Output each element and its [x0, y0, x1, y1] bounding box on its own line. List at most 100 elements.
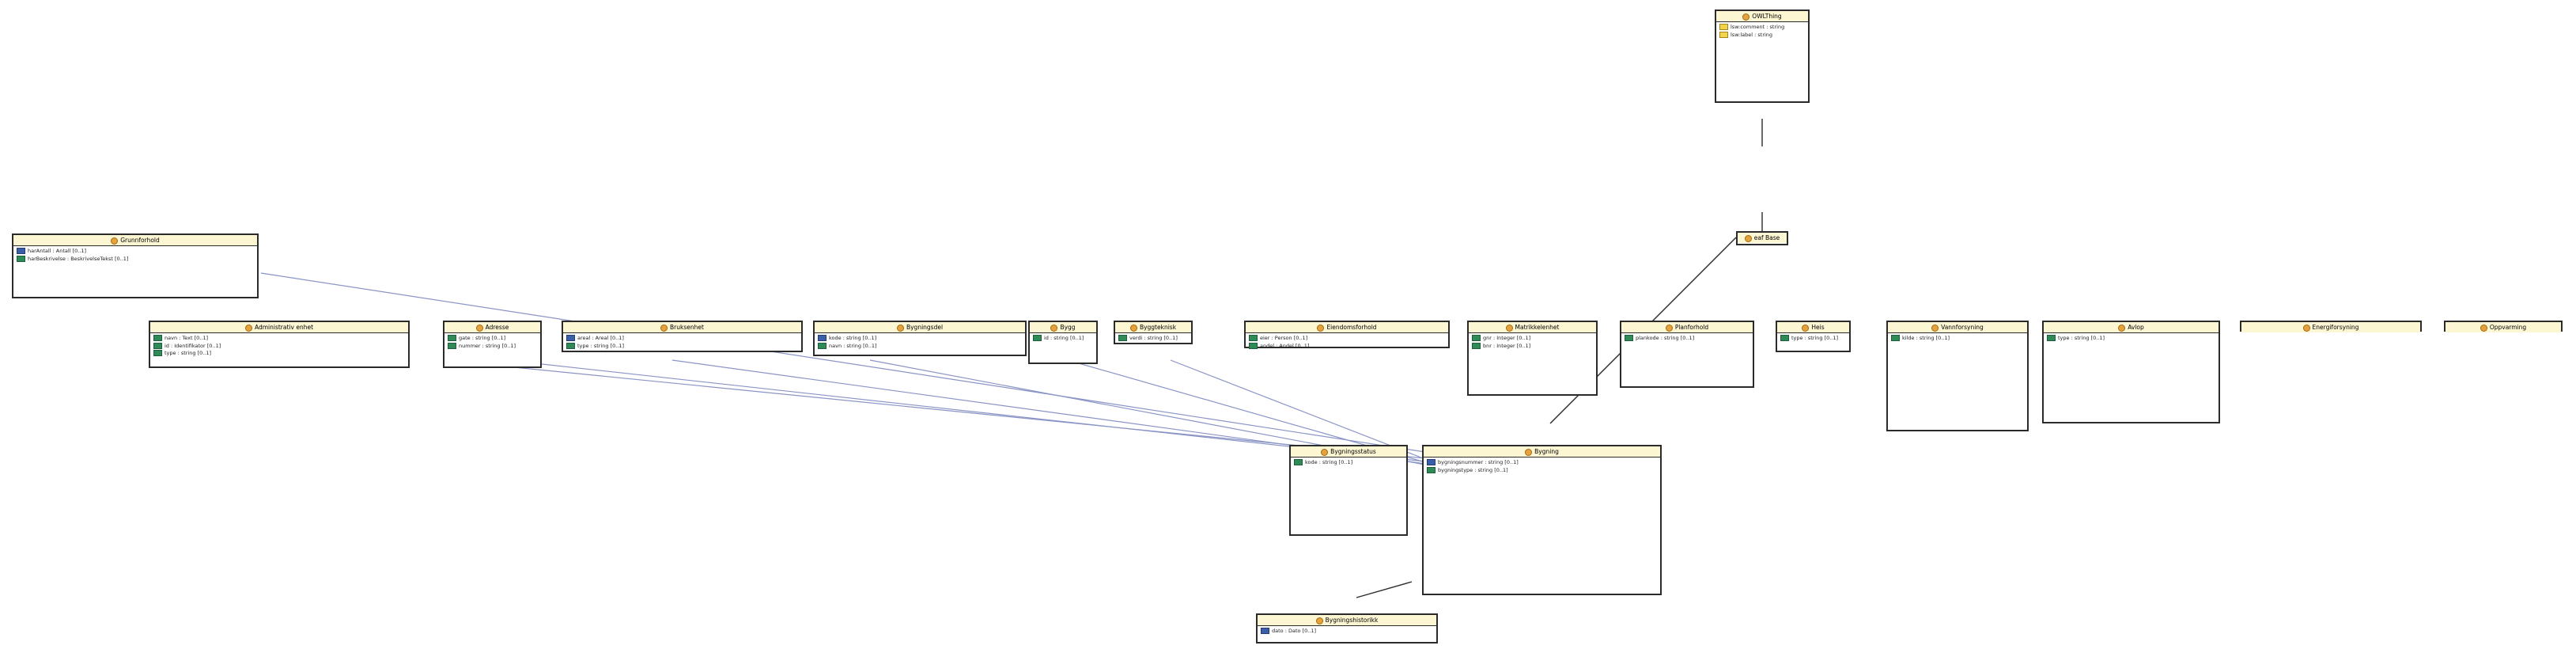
attribute-text: kode : string [0..1] — [1305, 459, 1353, 465]
uml-attribute: dato : Dato [0..1] — [1261, 628, 1433, 636]
attribute-icon — [1472, 335, 1481, 341]
class-title-text: Bygg — [1060, 324, 1076, 331]
attribute-icon — [566, 342, 575, 349]
uml-class-vann: Vannforsyning kilde : string [0..1] — [1886, 321, 2029, 431]
uml-class-title: Bygningsstatus — [1291, 446, 1406, 457]
class-title-text: Adresse — [485, 324, 509, 331]
uml-class-avlop: Avlop type : string [0..1] — [2042, 321, 2220, 423]
uml-class-title: Bygningshistorikk — [1258, 615, 1436, 626]
uml-class-title: Matrikkelenhet — [1469, 322, 1596, 333]
attribute-icon — [17, 255, 25, 262]
class-title-text: Bruksenhet — [670, 324, 704, 331]
attribute-text: andel : Andel [0..1] — [1260, 342, 1310, 349]
uml-attribute: gnr : Integer [0..1] — [1472, 335, 1593, 343]
attribute-icon — [818, 342, 827, 349]
attribute-text: eier : Person [0..1] — [1260, 335, 1308, 341]
uml-attribute: type : string [0..1] — [2047, 335, 2215, 343]
uml-class-title: Avlop — [2044, 322, 2219, 333]
edge-line — [260, 272, 1472, 460]
class-icon — [475, 324, 483, 332]
uml-class-heis: Heis type : string [0..1] — [1776, 321, 1851, 352]
uml-attribute: verdi : string [0..1] — [1118, 335, 1188, 343]
class-icon — [1315, 617, 1323, 625]
attribute-text: nummer : string [0..1] — [459, 342, 516, 349]
uml-attribute: lsw:label : string — [1719, 31, 1805, 40]
class-title-text: Eiendomsforhold — [1326, 324, 1377, 331]
uml-attribute: harBeskrivelse : BeskrivelseTekst [0..1] — [17, 255, 254, 264]
uml-attribute: kilde : string [0..1] — [1891, 335, 2024, 343]
uml-class-title: Byggteknisk — [1115, 322, 1191, 333]
attribute-text: type : string [0..1] — [165, 350, 212, 357]
attribute-icon — [1472, 342, 1481, 349]
uml-class-plan: Planforhold plankode : string [0..1] — [1620, 321, 1754, 388]
uml-attribute: bygningstype : string [0..1] — [1427, 466, 1657, 475]
uml-attribute: type : string [0..1] — [1780, 335, 1846, 343]
uml-class-bygg_del: Bygningsdel kode : string [0..1] navn : … — [813, 321, 1027, 356]
attribute-text: harBeskrivelse : BeskrivelseTekst [0..1] — [28, 255, 129, 262]
uml-attribute: eier : Person [0..1] — [1249, 335, 1445, 343]
attribute-icon — [818, 335, 827, 341]
attribute-icon — [1033, 335, 1042, 341]
class-title-text: Planforhold — [1674, 324, 1709, 331]
uml-class-adresse: Adresse gate : string [0..1] nummer : st… — [443, 321, 542, 368]
class-icon — [2302, 324, 2310, 332]
uml-class-energi: Energiforsyning — [2240, 321, 2422, 332]
uml-attribute: id : string [0..1] — [1033, 335, 1093, 343]
uml-class-grunn: Grunnforhold harAntall : Antall [0..1] h… — [12, 233, 259, 298]
uml-class-title: Heis — [1777, 322, 1849, 333]
class-title-text: Byggteknisk — [1139, 324, 1177, 331]
uml-attribute: bygningsnummer : string [0..1] — [1427, 459, 1657, 467]
attribute-icon — [153, 350, 162, 357]
uml-class-title: Energiforsyning — [2241, 322, 2420, 332]
class-icon — [1525, 448, 1533, 456]
attribute-icon — [1249, 335, 1258, 341]
uml-class-title: Eiendomsforhold — [1246, 322, 1448, 333]
uml-class-title: Administrativ enhet — [150, 322, 408, 333]
attribute-icon — [17, 248, 25, 254]
attribute-text: kilde : string [0..1] — [1902, 335, 1950, 341]
uml-attribute: plankode : string [0..1] — [1625, 335, 1749, 343]
uml-class-title: Bygning — [1424, 446, 1660, 457]
attribute-text: areal : Areal [0..1] — [577, 335, 624, 341]
class-title-text: Matrikkelenhet — [1515, 324, 1560, 331]
uml-attribute: nummer : string [0..1] — [448, 342, 537, 351]
uml-class-oppvarming: Oppvarming — [2444, 321, 2563, 332]
uml-class-title: Bygg — [1030, 322, 1096, 333]
uml-class-eiendom: Eiendomsforhold eier : Person [0..1] and… — [1244, 321, 1450, 351]
uml-attribute: kode : string [0..1] — [818, 335, 1022, 343]
attribute-text: id : string [0..1] — [1044, 335, 1084, 341]
uml-attribute: andel : Andel [0..1] — [1249, 342, 1445, 351]
class-icon — [1802, 324, 1810, 332]
attribute-icon — [1719, 31, 1728, 38]
attribute-icon — [153, 335, 162, 341]
attribute-icon — [1261, 628, 1269, 634]
class-icon — [1505, 324, 1513, 332]
attribute-icon — [1427, 459, 1436, 465]
attribute-text: lsw:label : string — [1731, 31, 1773, 38]
uml-class-title: Bruksenhet — [563, 322, 801, 333]
class-icon — [1744, 234, 1752, 242]
uml-class-title: eaf Base — [1738, 233, 1787, 243]
attribute-text: dato : Dato [0..1] — [1272, 628, 1317, 634]
uml-class-OWLThing: OWLThing lsw:comment : string lsw:label … — [1715, 9, 1810, 103]
attribute-text: harAntall : Antall [0..1] — [28, 248, 87, 254]
class-icon — [1742, 13, 1750, 21]
attribute-text: navn : Text [0..1] — [165, 335, 209, 341]
uml-class-title: Grunnforhold — [13, 235, 257, 246]
uml-class-bygg: Bygg id : string [0..1] — [1028, 321, 1098, 364]
uml-attribute: lsw:comment : string — [1719, 24, 1805, 32]
attribute-icon — [448, 335, 456, 341]
attribute-text: kode : string [0..1] — [829, 335, 877, 341]
uml-class-byggteknisk: Byggteknisk verdi : string [0..1] — [1114, 321, 1193, 344]
class-title-text: Bygning — [1534, 448, 1559, 455]
class-icon — [2480, 324, 2487, 332]
class-title-text: eaf Base — [1753, 234, 1780, 241]
attribute-text: navn : string [0..1] — [829, 342, 877, 349]
attribute-icon — [448, 342, 456, 349]
attribute-text: type : string [0..1] — [1791, 335, 1839, 341]
class-title-text: Heis — [1811, 324, 1825, 331]
attribute-icon — [1780, 335, 1789, 341]
class-icon — [1129, 324, 1137, 332]
attribute-text: bygningstype : string [0..1] — [1438, 466, 1508, 473]
class-icon — [244, 324, 252, 332]
